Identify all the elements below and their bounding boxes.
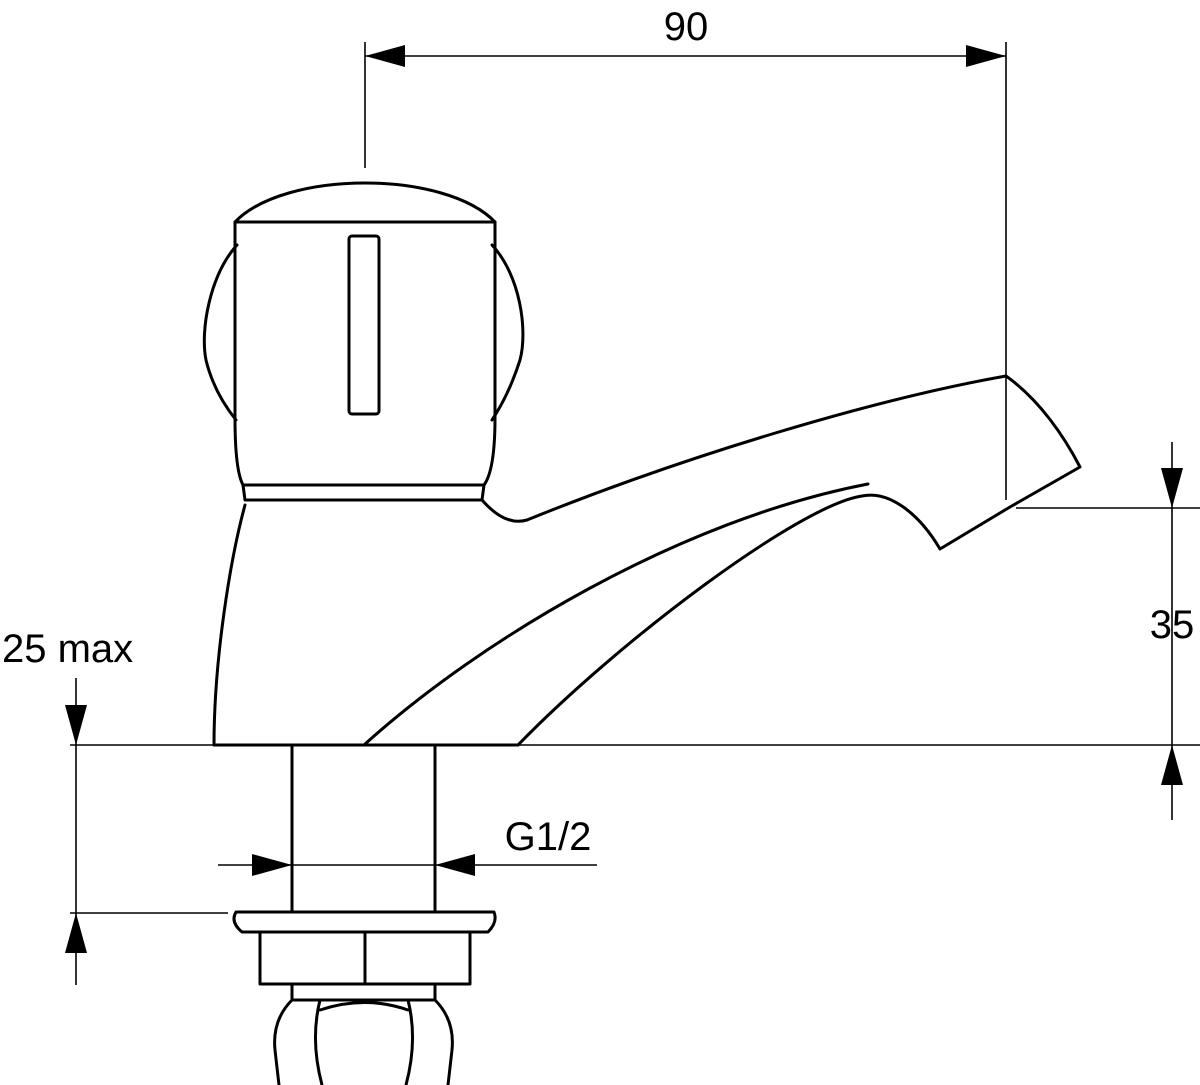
connector-stem (290, 982, 437, 1002)
dimension-spout-height: 35 (70, 442, 1200, 820)
dimension-label-thread: G1/2 (505, 815, 592, 859)
body-left-edge (212, 503, 247, 747)
arrow-right (966, 45, 1006, 67)
spout-nozzle (516, 374, 1082, 747)
arrow-left-thread (435, 854, 475, 876)
arrow-left (365, 45, 405, 67)
faucet-body (202, 181, 1082, 1085)
spout-top-edge (480, 374, 1008, 523)
hex-nut-facets (314, 998, 414, 1085)
dimension-label-deck: 25 max (2, 627, 133, 671)
arrow-right-thread (252, 854, 292, 876)
arrow-down-top (1161, 468, 1183, 508)
handle-left-bulge (202, 243, 239, 422)
dimension-deck-thickness: 25 max (2, 627, 228, 985)
threaded-shank (290, 743, 437, 914)
handle-block (233, 220, 497, 487)
dimension-label-reach: 90 (664, 5, 709, 49)
arrow-down-deck (65, 705, 87, 745)
handle-dome (233, 181, 497, 224)
dimension-label-height: 35 (1150, 603, 1195, 647)
washer (232, 910, 497, 934)
handle-indicator-slot (347, 234, 381, 416)
arrow-up-deck (65, 913, 87, 953)
handle-right-bulge (490, 243, 525, 422)
dimension-thread: G1/2 (218, 815, 597, 876)
hex-nut (273, 998, 454, 1085)
handle-collar (241, 483, 486, 502)
spout-inner-curve (362, 482, 870, 747)
dimension-spout-reach: 90 (364, 5, 1007, 500)
arrow-up-bottom (1161, 745, 1183, 785)
